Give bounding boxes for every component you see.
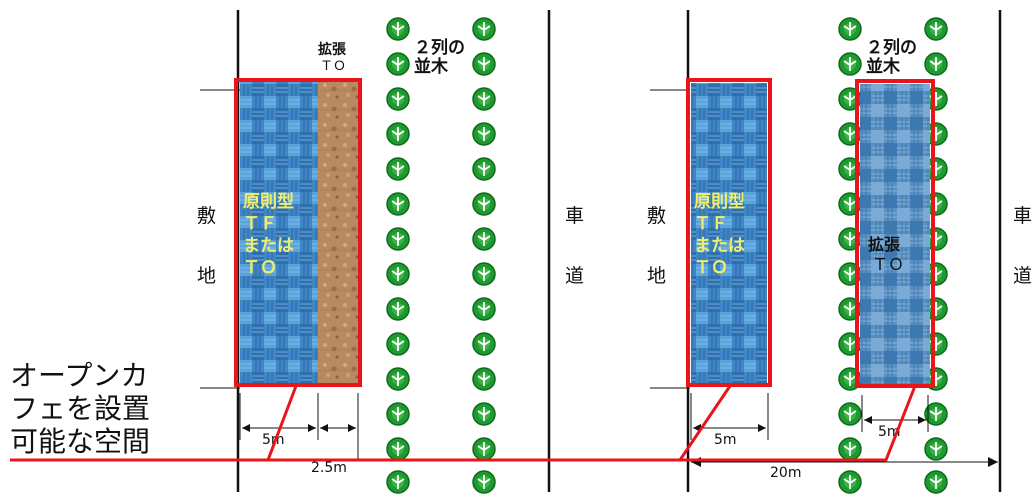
tree-icon [838,52,862,76]
open-cafe-leader-right [680,385,917,462]
two-row-trees-label-1-right: ２列の [866,37,917,58]
tree-icon [386,52,410,76]
tree-icon [386,17,410,41]
tree-icon [386,192,410,216]
expansion-to-label-2: ＴＯ [320,59,346,74]
tree-icon [386,122,410,146]
site-label-2-right: 地 [647,265,666,287]
principle-tf-zone-right [691,83,767,384]
principle-label-2-right: ＴＦ [694,214,728,234]
tree-icon [472,17,496,41]
tree-icon [386,402,410,426]
dim-label-20m: 20m [770,465,801,481]
two-row-trees-label-2: 並木 [414,56,449,77]
dim-label-5m-right: 5m [714,432,737,448]
dim-label-5m-left: 5m [262,432,285,448]
tree-icon [924,17,948,41]
dim-arrows [242,424,316,432]
tree-icon [386,157,410,181]
tree-icon [472,192,496,216]
expansion-to-label-1-right: 拡張 [868,235,901,254]
road-label-2: 道 [565,265,584,287]
tree-icon [472,262,496,286]
tree-icon [386,437,410,461]
principle-label-1: 原則型 [243,191,294,212]
principle-label-2: ＴＦ [243,214,277,234]
two-row-trees-label-1: ２列の [414,37,465,58]
tree-icon [838,437,862,461]
tree-icon [472,227,496,251]
tree-icon [924,437,948,461]
open-cafe-leader-mid [268,385,732,462]
road-label-2-right: 道 [1013,265,1032,287]
tree-icon [838,402,862,426]
principle-label-4-right: ＴＯ [694,258,728,278]
tree-icon [472,332,496,356]
tree-icon [838,470,862,494]
expansion-to-label-1: 拡張 [318,41,347,58]
expansion-to-zone-left [318,82,358,384]
principle-tf-zone-left [240,82,318,384]
tree-icon [472,157,496,181]
tree-icon [472,122,496,146]
open-cafe-note-1: オープンカ [10,359,148,392]
open-cafe-highlight-left [234,78,362,387]
tree-column-left-1 [386,17,410,494]
open-cafe-note-2: フェを設置 [10,392,150,425]
two-row-trees-label-2-right: 並木 [866,56,901,77]
expansion-to-label-2-right: ＴＯ [872,255,904,274]
tree-icon [472,437,496,461]
tree-icon [472,87,496,111]
tree-icon [472,470,496,494]
tree-icon [386,297,410,321]
tree-icon [472,297,496,321]
tree-icon [386,227,410,251]
open-cafe-highlight-right-a [686,78,772,387]
principle-label-4: ＴＯ [243,258,277,278]
road-label-1-right: 車 [1013,205,1032,227]
tree-icon [838,17,862,41]
tree-icon [472,52,496,76]
dim-label-2-5m-left: 2.5m [311,460,347,476]
open-cafe-highlight-right-b [855,79,935,388]
principle-label-1-right: 原則型 [694,191,745,212]
site-label-2: 地 [197,265,216,287]
tree-icon [386,87,410,111]
tree-column-left-2 [472,17,496,494]
tree-icon [472,402,496,426]
principle-label-3-right: または [694,236,745,256]
tree-icon [924,52,948,76]
expansion-to-zone-right [860,84,930,384]
tree-icon [472,367,496,391]
principle-label-3: または [243,236,294,256]
tree-icon [386,470,410,494]
tree-icon [386,332,410,356]
tree-icon [924,470,948,494]
tree-icon [386,262,410,286]
road-label-1: 車 [565,205,584,227]
tree-icon [386,367,410,391]
site-label-1: 敷 [197,205,216,227]
open-cafe-note-3: 可能な空間 [10,425,150,458]
site-label-1-right: 敷 [647,205,666,227]
dim-arrows [320,424,356,432]
